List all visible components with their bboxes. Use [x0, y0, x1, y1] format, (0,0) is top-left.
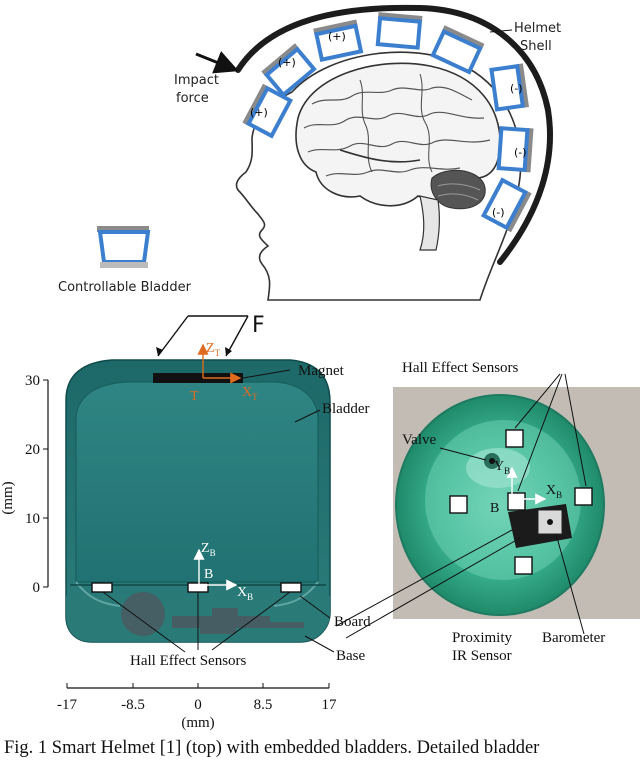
- barometer-label: Barometer: [542, 630, 605, 646]
- bladder-photo: YB XB B: [393, 387, 640, 619]
- frame-top-x-label: XT: [242, 385, 258, 402]
- magnet: [153, 373, 243, 383]
- proximity-label-line1: Proximity: [452, 630, 513, 646]
- legend-label: Controllable Bladder: [58, 280, 192, 295]
- x-tick-0: 0: [194, 697, 202, 713]
- photo-hall-sensor-1: [505, 429, 524, 448]
- base-board-component: [172, 608, 304, 634]
- bladder-4: [375, 12, 423, 50]
- bladder-1: [242, 83, 294, 139]
- board-label: Board: [334, 614, 371, 630]
- figure-caption: Fig. 1 Smart Helmet [1] (top) with embed…: [4, 738, 540, 758]
- base-circle-feature: [121, 592, 165, 636]
- impact-label-line1: Impact: [174, 73, 219, 88]
- helmet-diagram: (+) (+) (+) (+) (-) (-) (-) Impact force…: [58, 4, 561, 301]
- photo-y-label: YB: [494, 459, 510, 476]
- bladder-sign-5: (-): [510, 82, 523, 95]
- helmet-shell: [235, 4, 553, 265]
- valve-label: Valve: [402, 432, 436, 448]
- photo-hall-sensor-5: [514, 556, 533, 575]
- bladder-sign-1: (+): [250, 106, 268, 119]
- bladder-sign-7: (-): [492, 206, 505, 219]
- photo-x-label: XB: [546, 483, 562, 500]
- base-label: Base: [336, 648, 366, 664]
- shell-label-line1: Helmet: [514, 21, 561, 36]
- proximity-leaders: [335, 529, 521, 639]
- impact-force-arrow: [195, 51, 239, 74]
- legend-bladder: [97, 226, 151, 268]
- hall-sensor-left: [91, 582, 113, 593]
- x-tick-neg8-5: -8.5: [121, 697, 145, 713]
- hall-leaders: [102, 591, 291, 653]
- brain: [295, 62, 501, 251]
- x-axis: [66, 683, 330, 689]
- bladder-2: [261, 43, 317, 98]
- y-tick-10: 10: [25, 511, 40, 527]
- valve-leader: [439, 447, 487, 461]
- force-bracket: [156, 315, 249, 357]
- y-tick-20: 20: [25, 442, 40, 458]
- x-axis-label: (mm): [181, 715, 214, 731]
- frame-base-x-label: XB: [237, 585, 253, 602]
- magnet-label: Magnet: [298, 363, 345, 379]
- photo-hall-label: Hall Effect Sensors: [402, 360, 519, 376]
- magnet-leader: [242, 369, 291, 379]
- bladder-7: [496, 126, 534, 173]
- shell-leader-line: [489, 29, 513, 33]
- bladder-label: Bladder: [322, 401, 369, 417]
- x-tick-8-5: 8.5: [254, 697, 273, 713]
- x-tick-neg17: -17: [57, 697, 77, 713]
- frame-top-origin-label: T: [190, 389, 199, 404]
- bladder-sign-2: (+): [278, 56, 296, 69]
- frame-top-z-label: ZT: [206, 341, 221, 358]
- y-tick-0: 0: [33, 580, 41, 596]
- base-leader: [304, 635, 335, 653]
- impact-label-line2: force: [176, 91, 209, 106]
- bladder-5: [430, 25, 485, 75]
- photo-origin-label: B: [490, 501, 499, 516]
- barometer-leader: [555, 533, 585, 635]
- photo-hall-sensor-3: [507, 492, 526, 511]
- bladder-3: [313, 19, 364, 62]
- bladder-leader: [294, 409, 321, 423]
- shell-label-line2: Shell: [520, 39, 552, 54]
- frame-base-z-label: ZB: [201, 541, 216, 558]
- hall-label-left: Hall Effect Sensors: [130, 653, 247, 669]
- y-axis-label: (mm): [0, 481, 16, 514]
- bladder-8: [480, 177, 532, 233]
- x-tick-17: 17: [322, 697, 338, 713]
- bladder-sign-4: (+): [328, 30, 346, 43]
- force-label: F: [252, 313, 265, 338]
- y-tick-30: 30: [25, 373, 40, 389]
- photo-hall-sensor-4: [574, 487, 593, 506]
- y-axis: [43, 379, 49, 588]
- proximity-label-line2: IR Sensor: [452, 648, 512, 664]
- hall-sensor-right: [280, 582, 302, 593]
- photo-hall-leaders: [514, 373, 587, 492]
- bladder-6: [489, 63, 530, 112]
- photo-hall-sensor-2: [449, 495, 468, 514]
- frame-base-origin-label: B: [204, 567, 213, 582]
- bladder-cross-section: F ZT XT T ZB XB B Magnet: [0, 313, 371, 731]
- bladder-inner-cavity: [75, 381, 319, 583]
- bladder-sign-6: (-): [514, 146, 527, 159]
- helmet-bladders: [242, 12, 534, 233]
- board-leader: [299, 595, 331, 619]
